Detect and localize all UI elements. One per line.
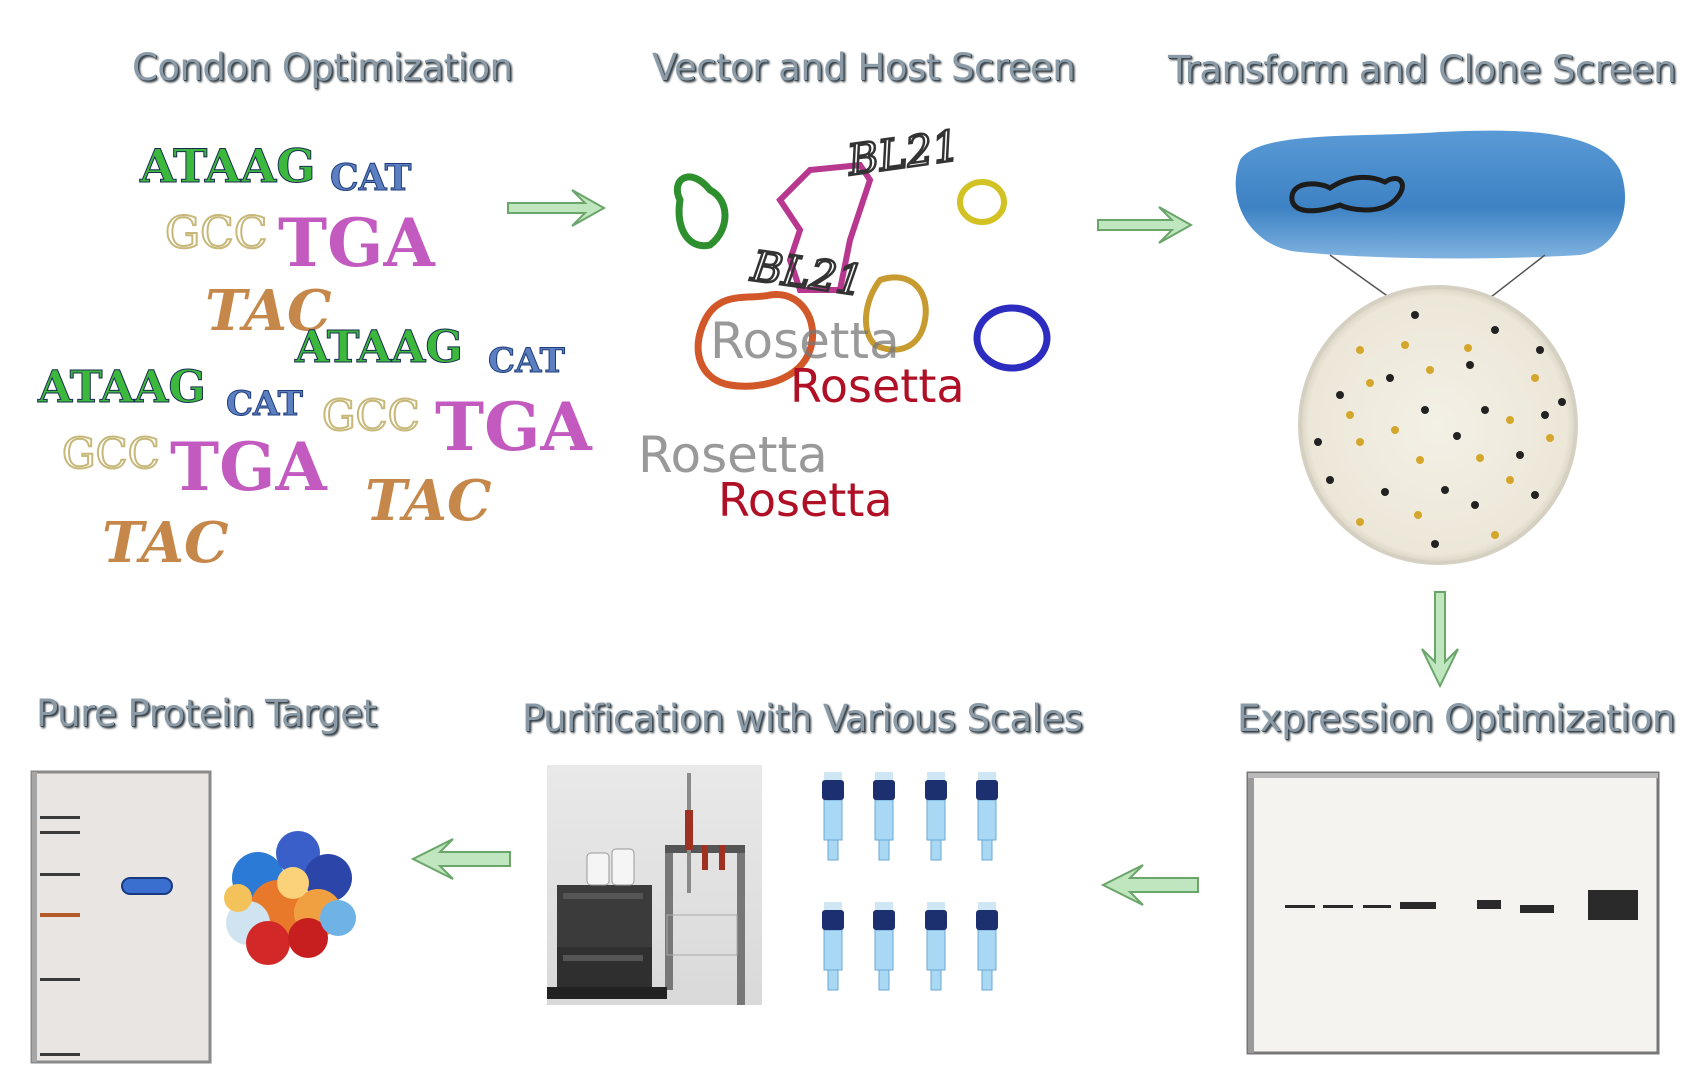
protein-band [121,877,173,895]
codon-cat-text: CAT [330,157,412,199]
codon-tga-text: TGA [170,428,327,506]
codon-atg-text: ATAAG [139,139,316,193]
host-rosetta-shadow-label: Rosetta [710,312,900,370]
codon-tac-text: TAC [365,468,492,534]
fplc-system-icon [547,773,745,1005]
petri-plate [1298,285,1578,565]
plasmid-green-icon [673,173,729,250]
arrow-down-icon [1421,591,1459,689]
colonies [1314,311,1566,548]
host-rosetta-label: Rosetta [718,473,893,527]
codon-cat-text: CAT [226,384,303,424]
codon-gcc-text: GCC [165,208,267,259]
arrow-left-icon [1100,864,1199,906]
step-title-vector-host-screen: Vector and Host Screen [652,46,1076,89]
codon-cat-text: CAT [488,341,565,381]
transform-clone-panel [1235,130,1626,565]
columns-panel [822,772,998,991]
arrow-right-icon [1097,206,1194,244]
codon-atg-text: ATAAG [37,362,206,413]
codon-tac-text: TAC [205,278,332,344]
plasmid-blue-icon [973,304,1051,372]
bacterium-cell-icon [1235,130,1626,259]
codon-tga-text: TGA [278,204,435,282]
step-title-expression-optimization: Expression Optimization [1237,697,1675,740]
step-title-codon-optimization: Condon Optimization [132,46,513,89]
expression-bands [1285,890,1638,920]
codon-gcc-text: GCC [62,429,160,478]
plasmid-gold-icon [862,274,929,353]
plasmid-magenta-icon [776,161,874,293]
host-rosetta-shadow-label: Rosetta [638,426,828,484]
codon-atg-text: ATAAG [294,322,463,373]
step-title-transform-clone-screen: Transform and Clone Screen [1168,48,1677,91]
step-title-purification: Purification with Various Scales [522,697,1083,740]
ladder-bands [40,816,80,1056]
arrow-right-icon [507,189,607,227]
codon-optimization-panel: ATAAG CAT GCC TGA TAC ATAAG CAT GCC TGA … [37,139,593,577]
pure-protein-panel [30,770,356,1064]
step-title-pure-protein-target: Pure Protein Target [36,692,377,735]
codon-gcc-text: GCC [322,391,420,440]
plasmid-in-cell-icon [1289,174,1405,214]
codon-tac-text: TAC [102,510,229,576]
plasmid-orange-icon [694,291,817,390]
protein-structure-icon [224,831,356,965]
expression-gel-panel [1246,771,1660,1055]
host-rosetta-label: Rosetta [790,359,965,413]
plasmid-yellow-icon [957,179,1007,225]
chromatography-column-icon [823,799,997,991]
fplc-instrument [547,765,762,1005]
codon-tga-text: TGA [435,388,592,466]
arrow-left-icon [410,838,511,880]
vector-host-panel: BL21 BL21 Rosetta Rosetta Rosetta Rosett… [638,120,1051,527]
